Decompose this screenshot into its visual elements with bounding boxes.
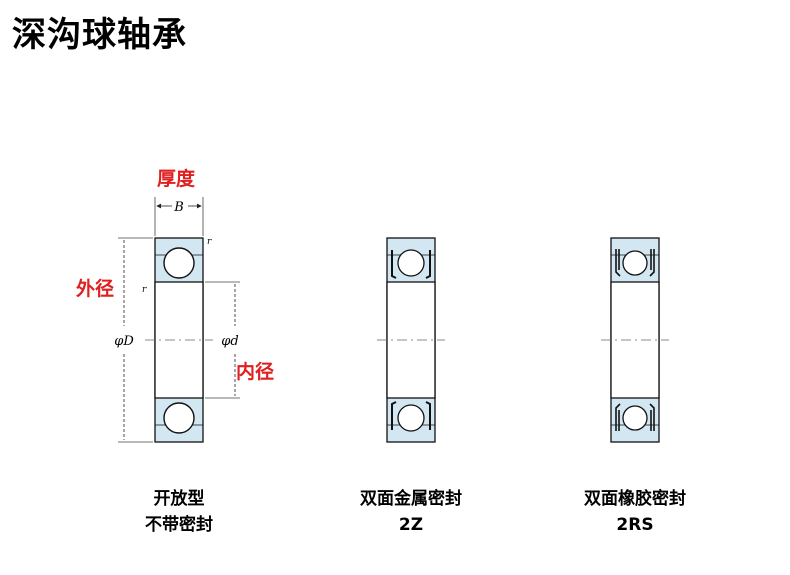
bearing-2rs	[601, 237, 669, 443]
page-title: 深沟球轴承	[12, 15, 187, 55]
bearing-open: B φD φd r r	[114, 197, 240, 443]
caption-line-1: 双面金属密封	[360, 489, 462, 509]
symbol-r-top: r	[207, 237, 212, 247]
ball-bottom	[622, 405, 648, 431]
caption-line-2: 2Z	[398, 515, 424, 535]
ball-top	[163, 247, 195, 279]
caption-2rs: 双面橡胶密封 2RS	[515, 486, 755, 538]
seal-left-bottom	[615, 403, 621, 431]
seal-left-top	[615, 249, 621, 277]
caption-line-1: 开放型	[153, 489, 205, 509]
shield-left-bottom	[391, 401, 397, 430]
symbol-b: B	[173, 200, 184, 215]
caption-line-2: 不带密封	[145, 515, 213, 535]
ball-bottom	[397, 404, 425, 432]
shield-left-top	[391, 250, 397, 279]
caption-line-1: 双面橡胶密封	[584, 489, 686, 509]
seal-right-top	[649, 249, 655, 277]
symbol-inner-d: φd	[221, 334, 238, 349]
label-outer-diameter: 外径	[76, 278, 115, 300]
bearing-2z	[377, 237, 445, 443]
caption-line-2: 2RS	[616, 515, 654, 535]
seal-right-bottom	[649, 403, 655, 431]
label-width: 厚度	[157, 168, 196, 190]
caption-2z: 双面金属密封 2Z	[291, 486, 531, 538]
ball-top	[622, 250, 648, 276]
ball-top	[397, 249, 425, 277]
symbol-outer-d: φD	[114, 334, 134, 349]
shield-right-bottom	[425, 401, 431, 430]
label-inner-diameter: 内径	[236, 361, 275, 383]
ball-bottom	[163, 402, 195, 434]
caption-open: 开放型 不带密封	[59, 486, 299, 538]
shield-right-top	[425, 250, 431, 279]
symbol-r-inner: r	[142, 285, 147, 295]
